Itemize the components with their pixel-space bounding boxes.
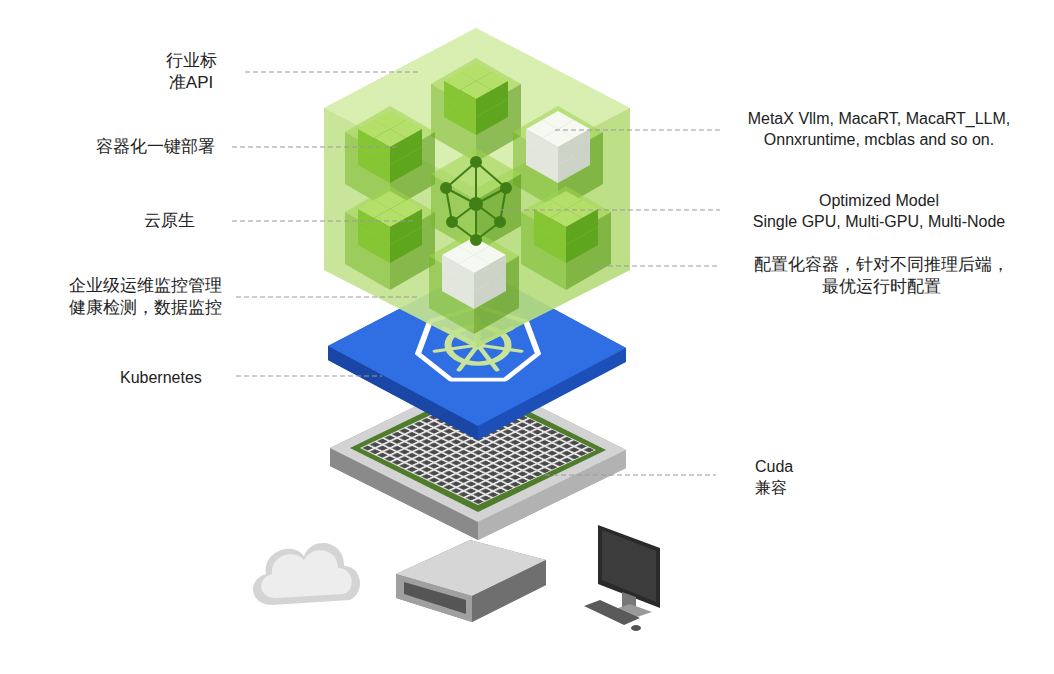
callout-label: Cuda 兼容 [755,456,799,498]
callout-label: 企业级运维监控管理 健康检测，数据监控 [64,275,226,319]
leader-line [592,265,720,266]
callout-label: MetaX Vllm, MacaRT, MacaRT_LLM, Onnxrunt… [726,108,1032,150]
leader-line [245,71,420,72]
monitor-icon [584,525,660,631]
leader-line [236,375,382,376]
leader-line [555,129,720,130]
callout-label: 容器化一键部署 [96,136,226,158]
leader-line [236,296,420,297]
leader-lines [232,72,720,475]
cloud-icon [253,543,360,605]
leader-line [232,220,415,221]
leader-line [500,209,720,210]
callout-label: Single GPU, Multi-GPU, Multi-Node [728,211,1030,232]
server-icon [396,540,546,622]
network-icon [441,157,511,245]
callout-label: Kubernetes [120,367,230,388]
leader-line [232,146,398,147]
callout-label: Optimized Model [728,190,1030,211]
container-cube [324,28,630,348]
leader-line [545,474,716,475]
callout-label: 行业标 准API [162,50,220,94]
callout-label: 配置化容器，针对不同推理后端， 最优运行时配置 [748,254,1014,298]
callout-label: 云原生 [144,210,204,232]
